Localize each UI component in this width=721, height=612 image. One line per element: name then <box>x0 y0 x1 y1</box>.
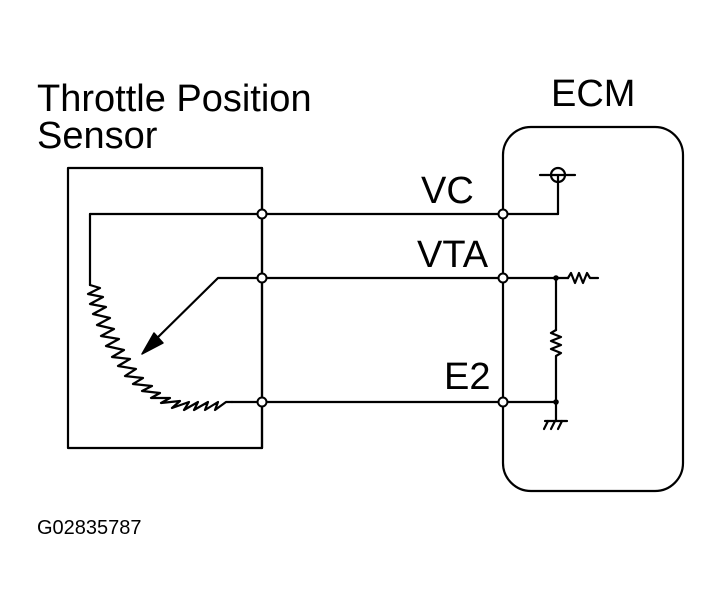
sensor-housing <box>66 166 264 450</box>
junction-sensor-vc <box>256 208 268 220</box>
ecm-box <box>501 125 685 493</box>
junction-ecm-e2 <box>497 396 509 408</box>
vta-pullup-resistor <box>566 271 600 285</box>
wiper-arm <box>148 276 264 347</box>
terminal-label-e2: E2 <box>444 356 491 398</box>
terminal-label-vc: VC <box>421 170 474 212</box>
terminal-label-vta: VTA <box>417 234 489 276</box>
wiper-arrowhead <box>141 332 164 355</box>
junction-ecm-vc <box>497 208 509 220</box>
junction-sensor-e2 <box>256 396 268 408</box>
ground-hatch-1 <box>542 419 550 431</box>
vta-divider-resistor <box>549 328 563 404</box>
node-vta-internal <box>553 275 559 281</box>
ground-hatch-2 <box>549 419 557 431</box>
figure-id: G02835787 <box>37 517 142 539</box>
sensor-title-line1: Throttle Position <box>37 78 312 120</box>
junction-sensor-vta <box>256 272 268 284</box>
potentiometer-resistor <box>86 283 234 412</box>
sensor-title-line2: Sensor <box>37 115 158 157</box>
ground-hatch-3 <box>556 419 564 431</box>
node-e2-internal <box>553 399 559 405</box>
ecm-title: ECM <box>551 73 636 115</box>
junction-ecm-vta <box>497 272 509 284</box>
